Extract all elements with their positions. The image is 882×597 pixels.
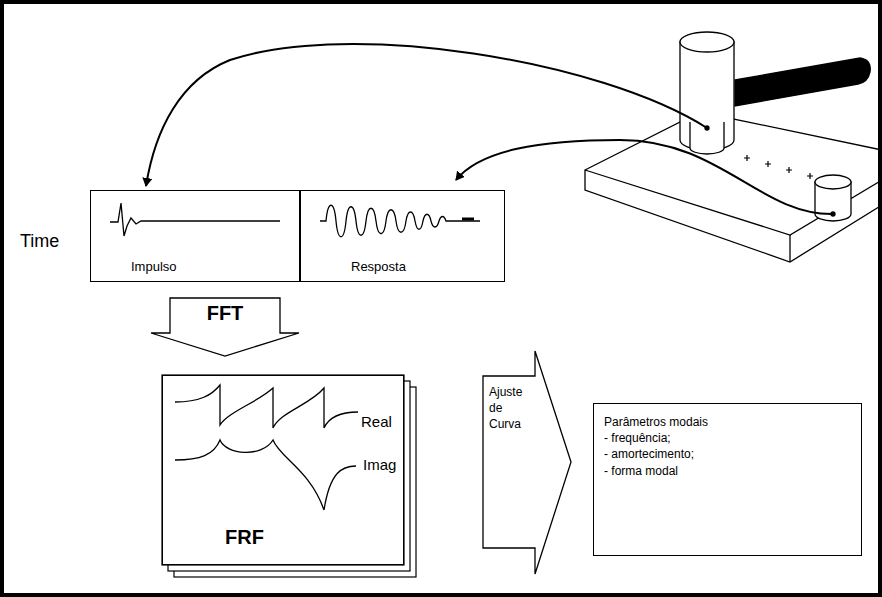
impulse-waveform	[110, 203, 280, 236]
frf-imag-curve	[175, 440, 356, 510]
node-text: FFT	[170, 302, 280, 325]
impact-hammer	[680, 32, 870, 154]
signal-panel: Resposta	[300, 190, 505, 282]
signal-panel: Impulso	[90, 190, 300, 282]
node-text: - forma modal	[604, 463, 851, 479]
node-text: - amortecimento;	[604, 446, 851, 462]
response-tail	[462, 218, 474, 221]
axis-label: Time	[20, 231, 59, 252]
response-waveform	[320, 205, 480, 237]
node-text: Parâmetros modais	[604, 414, 851, 430]
frf-sheet	[162, 375, 404, 565]
frf-real-curve	[175, 385, 358, 428]
node-text: FRF	[225, 526, 264, 549]
node-text: Real	[361, 413, 392, 430]
frf-box: RealImagFRF	[162, 375, 404, 565]
curve-fit-arrow: Ajuste de Curva	[482, 350, 572, 575]
modal-parameters-box: Parâmetros modais- frequência;- amorteci…	[593, 403, 862, 556]
node-text: Ajuste de Curva	[489, 384, 535, 433]
node-text: Resposta	[351, 259, 406, 274]
curve-fit-arrow-shape	[483, 351, 571, 574]
fft-arrow-shape	[151, 298, 299, 356]
node-text: Impulso	[131, 259, 177, 274]
hammer-cable	[146, 44, 707, 186]
node-text: Imag	[363, 456, 396, 473]
node-text: - frequência;	[604, 430, 851, 446]
curve-fit-arrow-outline	[482, 350, 572, 575]
fft-arrow: FFT	[150, 297, 300, 357]
sensor-cable	[456, 140, 833, 214]
